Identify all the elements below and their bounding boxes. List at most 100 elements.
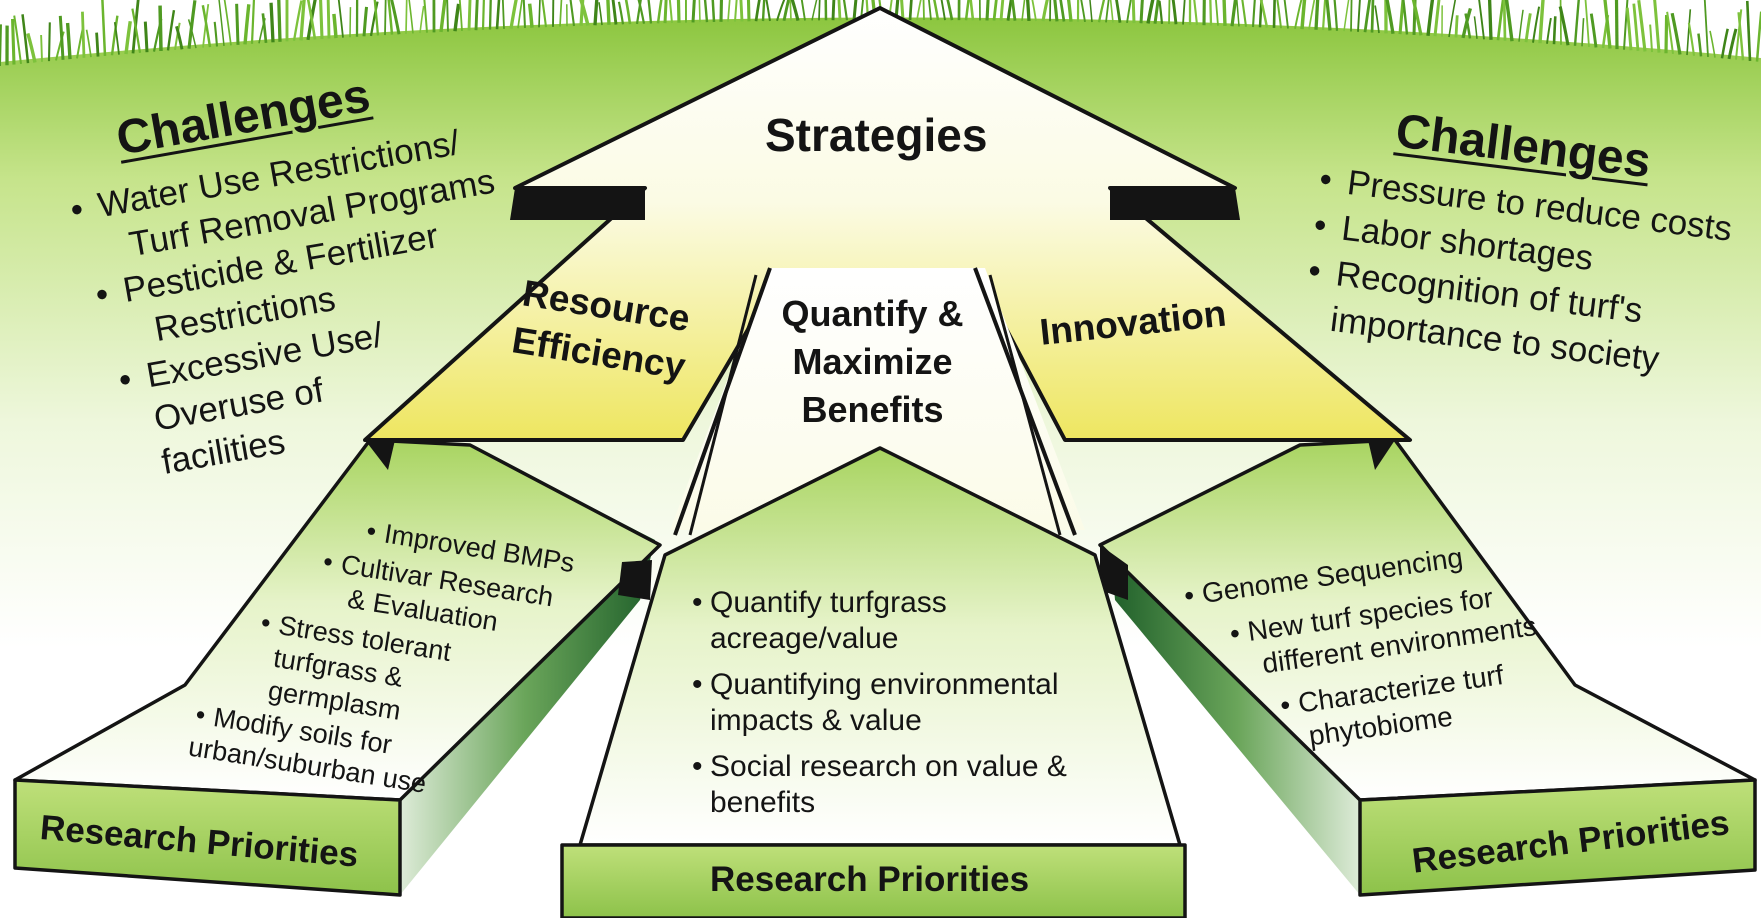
grass-blade: [110, 15, 119, 56]
grass-blade: [800, 0, 806, 21]
grass-blade: [1182, 0, 1186, 25]
grass-blade: [1426, 0, 1435, 36]
grass-blade: [1720, 28, 1729, 59]
grass-blade: [606, 0, 611, 25]
grass-blade: [467, 0, 472, 31]
grass-blade: [1222, 0, 1227, 27]
grass-blade: [1623, 0, 1629, 50]
grass-blade: [1584, 0, 1590, 47]
grass-blade: [1755, 11, 1761, 62]
strategy-middle-line1: Quantify &: [781, 293, 964, 334]
grass-blade: [26, 32, 37, 63]
grass-blade: [1350, 0, 1353, 32]
grass-blade: [964, 0, 970, 21]
grass-blade: [647, 0, 653, 24]
grass-blade: [727, 0, 731, 22]
grass-blade: [765, 0, 771, 22]
grass-blade: [1294, 0, 1303, 29]
grass-blade: [852, 0, 858, 21]
grass-blade: [1146, 0, 1155, 24]
grass-blade: [1448, 0, 1457, 38]
grass-blade: [1209, 0, 1213, 26]
grass-blade: [11, 18, 16, 65]
research-text: impacts & value: [710, 704, 922, 737]
grass-blade: [21, 14, 30, 64]
grass-blade: [1589, 13, 1598, 48]
grass-blade: [916, 0, 922, 21]
grass-blade: [1502, 0, 1507, 41]
grass-blade: [1193, 0, 1199, 26]
grass-blade: [1385, 0, 1395, 35]
grass-blade: [1049, 0, 1052, 22]
grass-blade: [559, 0, 563, 27]
grass-blade: [538, 0, 541, 28]
grass-blade: [481, 0, 485, 30]
research-text: Quantify turfgrass: [710, 586, 947, 619]
grass-blade: [617, 1, 625, 25]
grass-blade: [124, 20, 132, 55]
grass-blade: [663, 0, 668, 24]
grass-blade: [818, 0, 821, 21]
grass-blade: [218, 0, 225, 47]
grass-blade: [243, 4, 251, 45]
grass-blade: [337, 0, 344, 38]
grass-blade: [1272, 0, 1276, 28]
grass-blade: [611, 0, 618, 25]
grass-blade: [928, 0, 932, 21]
grass-blade: [1066, 0, 1073, 22]
grass-blade: [946, 0, 954, 21]
grass-blade: [1398, 0, 1405, 35]
grass-blade: [1258, 0, 1263, 28]
grass-blade: [1080, 0, 1086, 23]
grass-blade: [1625, 7, 1633, 51]
grass-blade: [439, 0, 447, 33]
grass-blade: [790, 0, 800, 21]
grass-blade: [405, 0, 408, 34]
grass-blade: [598, 2, 603, 26]
grass-blade: [1153, 0, 1160, 24]
grass-blade: [55, 31, 65, 61]
grass-blade: [593, 0, 599, 26]
grass-blade: [95, 32, 100, 57]
grass-blade: [235, 3, 240, 45]
grass-blade: [1251, 0, 1256, 28]
grass-blade: [362, 6, 369, 37]
grass-blade: [992, 0, 998, 21]
grass-blade: [1538, 0, 1545, 44]
grass-blade: [668, 0, 673, 24]
grass-blade: [517, 0, 523, 29]
grass-blade: [1573, 0, 1580, 46]
grass-blade: [187, 0, 197, 49]
grass-blade: [1727, 28, 1738, 60]
grass-blade: [1300, 0, 1307, 30]
grass-blade: [85, 29, 92, 58]
grass-blade: [1321, 0, 1327, 31]
grass-blade: [842, 0, 849, 21]
grass-blade: [250, 0, 256, 44]
grass-blade: [637, 0, 646, 24]
grass-blade: [40, 34, 43, 62]
research-left-list: Improved BMPs Cultivar Research & Evalua…: [186, 518, 577, 819]
grass-blade: [1464, 13, 1472, 39]
grass-blade: [1666, 11, 1674, 54]
grass-blade: [1259, 0, 1269, 28]
grass-blade: [458, 0, 463, 31]
grass-blade: [908, 0, 913, 21]
grass-blade: [789, 0, 792, 21]
grass-blade: [277, 0, 282, 42]
grass-blade: [1041, 0, 1049, 22]
grass-blade: [1703, 0, 1709, 58]
grass-blade: [1283, 0, 1289, 29]
grass-blade: [719, 0, 723, 22]
challenges-right: Challenges Pressure to reduce costs Labo…: [1293, 95, 1746, 444]
grass-blade: [501, 0, 505, 29]
grass-blade: [1524, 13, 1532, 43]
grass-blade: [1370, 0, 1375, 33]
grass-blade: [635, 0, 642, 25]
grass-blade: [1637, 0, 1647, 52]
challenges-left: Challenges Water Use Restrictions/ Turf …: [40, 25, 569, 538]
grass-blade: [299, 0, 306, 41]
grass-blade: [900, 0, 905, 21]
grass-blade: [373, 0, 380, 36]
